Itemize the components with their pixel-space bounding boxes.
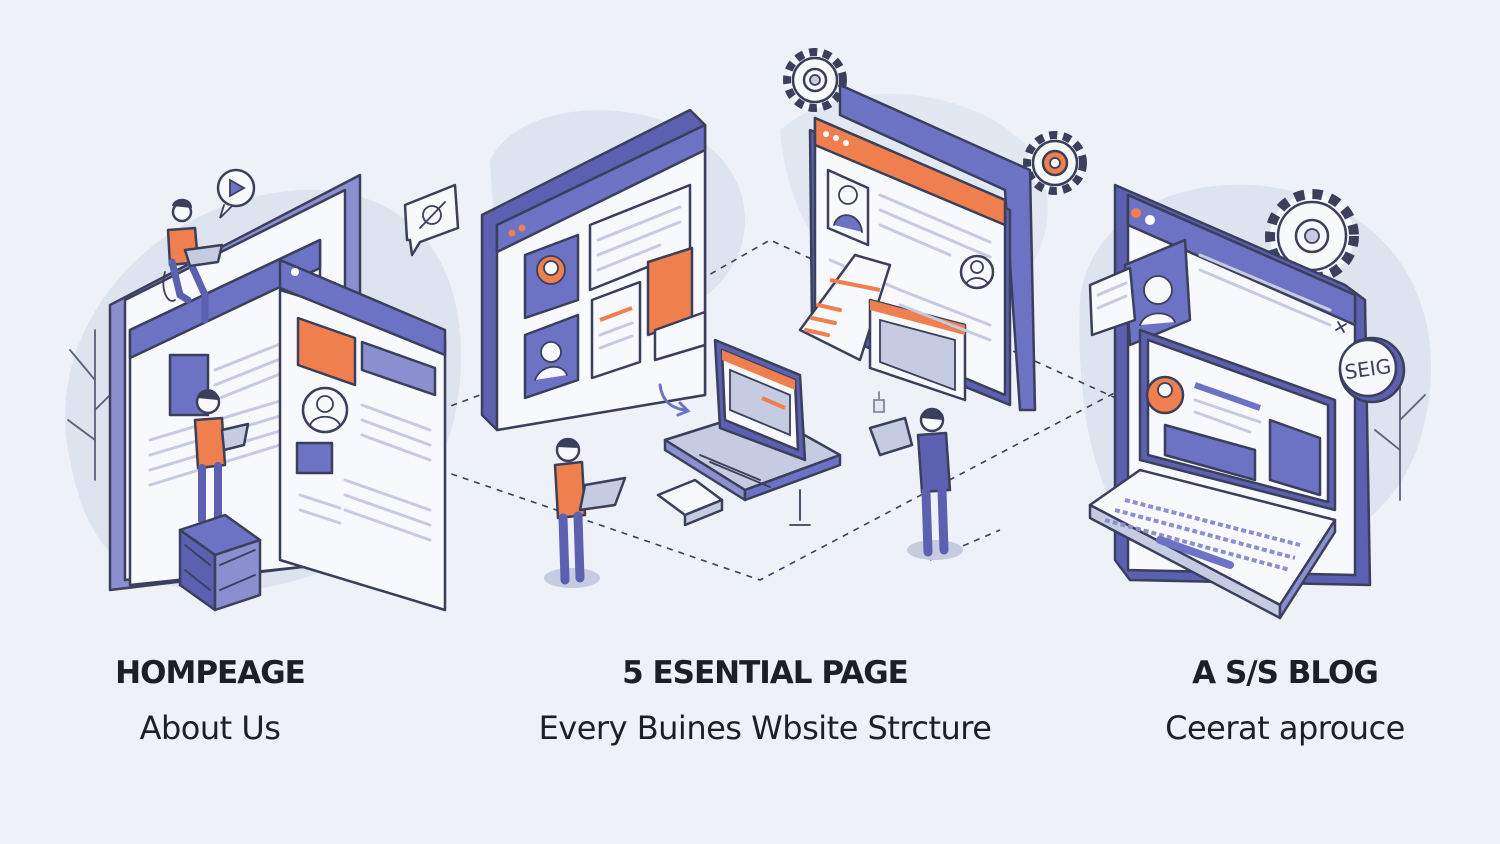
center-laptop bbox=[656, 338, 842, 527]
section-subtitle: Every Buines Wbsite Strcture bbox=[538, 709, 992, 747]
section-blog: A S/S BLOG Ceerat aprouce bbox=[1130, 655, 1440, 747]
gear-icon bbox=[1023, 131, 1087, 195]
play-icon bbox=[216, 168, 256, 219]
chat-bubble-icon bbox=[403, 183, 460, 257]
blog-illustration: SEIG bbox=[1088, 183, 1406, 620]
homepage-illustration bbox=[108, 168, 460, 612]
section-title: A S/S BLOG bbox=[1192, 655, 1379, 691]
seo-badge: SEIG bbox=[1338, 336, 1406, 404]
section-homepage: HOMPEAGE About Us bbox=[60, 655, 360, 747]
person-standing-on-crate bbox=[178, 389, 262, 612]
person-sitting-with-laptop bbox=[162, 198, 224, 324]
section-title: 5 ESENTIAL PAGE bbox=[622, 655, 909, 691]
person-with-tablet-left bbox=[544, 437, 627, 588]
arrow-icon bbox=[658, 383, 691, 417]
section-title: HOMPEAGE bbox=[115, 655, 306, 691]
gear-icon bbox=[783, 48, 847, 112]
about-page-browser bbox=[783, 48, 1087, 412]
section-subtitle: Ceerat aprouce bbox=[1165, 709, 1405, 747]
section-essential-pages: 5 ESENTIAL PAGE Every Buines Wbsite Strc… bbox=[500, 655, 1030, 747]
section-subtitle: About Us bbox=[139, 709, 281, 747]
person-with-tablet-right bbox=[868, 391, 963, 560]
essential-pages-browser bbox=[480, 108, 707, 432]
